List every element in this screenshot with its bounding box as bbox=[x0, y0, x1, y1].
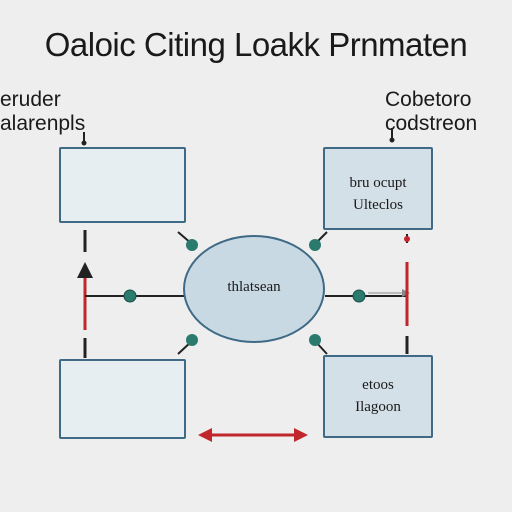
hub-top-right-node bbox=[309, 239, 321, 251]
hub-top-left-node bbox=[186, 239, 198, 251]
left-link-node bbox=[123, 289, 137, 303]
right-label-line-1: Cobetoro bbox=[385, 88, 472, 111]
hub-bottom-left-node bbox=[186, 334, 198, 346]
box-top-right-line-1: bru ocupt bbox=[349, 175, 407, 191]
left-label-dot bbox=[81, 140, 87, 146]
right-vertical-dot bbox=[404, 236, 410, 242]
hub-bottom-right-node bbox=[309, 334, 321, 346]
right-label: Cobetoro codstreon bbox=[385, 88, 477, 136]
central-hub: thlatsean bbox=[183, 235, 325, 343]
box-bottom-left bbox=[59, 359, 186, 439]
box-top-right-line-2: Ulteclos bbox=[353, 197, 403, 213]
box-bottom-right-line-1: etoos bbox=[362, 377, 394, 393]
right-label-dot bbox=[389, 137, 395, 143]
left-label: eruder alarenpls bbox=[0, 88, 85, 136]
left-label-line-2: alarenpls bbox=[0, 112, 86, 135]
double-arrow-left-head bbox=[198, 428, 212, 442]
box-bottom-right-line-2: Ilagoon bbox=[355, 399, 401, 415]
right-link-node bbox=[352, 289, 366, 303]
box-top-left bbox=[59, 147, 186, 223]
hub-label: thlatsean bbox=[227, 279, 281, 295]
box-top-right: bru ocupt Ulteclos bbox=[323, 147, 433, 230]
up-arrow-head bbox=[77, 262, 93, 278]
double-arrow-right-head bbox=[294, 428, 308, 442]
diagram-title: Oaloic Citing Loakk Prnmaten bbox=[44, 26, 468, 63]
right-label-line-2: codstreon bbox=[385, 112, 478, 135]
box-bottom-right: etoos Ilagoon bbox=[323, 355, 433, 438]
left-label-line-1: eruder bbox=[0, 88, 61, 111]
